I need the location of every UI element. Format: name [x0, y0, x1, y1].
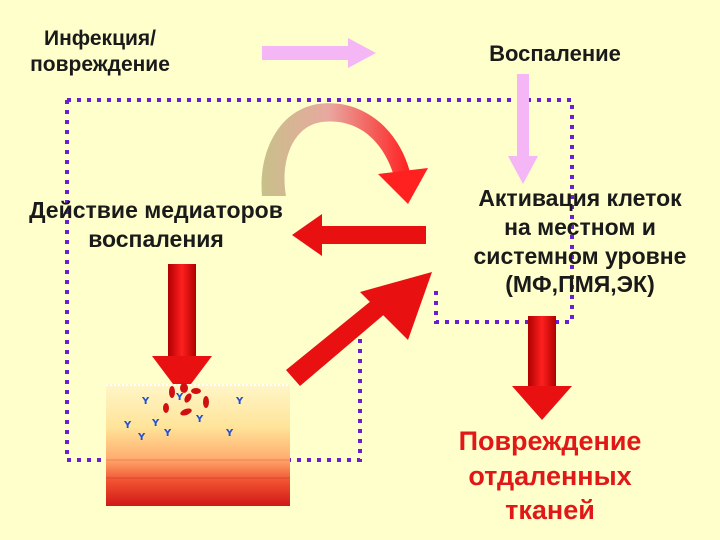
- svg-text:Y: Y: [163, 428, 172, 439]
- node-mediators-line-2: воспаления: [88, 225, 224, 252]
- svg-text:Y: Y: [225, 428, 234, 439]
- red-arrow-left: [292, 214, 426, 256]
- svg-text:Y: Y: [123, 420, 132, 431]
- node-inflammation: Воспаление: [440, 40, 670, 68]
- node-infection-line-1: Инфекция/: [44, 27, 156, 50]
- curved-arrow: [261, 103, 428, 204]
- node-mediators: Действие медиаторов воспаления: [0, 196, 312, 254]
- node-distant-damage: Повреждение отдаленных тканей: [430, 424, 670, 528]
- red-blood-cells: [163, 383, 209, 416]
- red-arrow-diagonal: [286, 272, 432, 386]
- node-activation-line-2: на местном и: [504, 213, 656, 240]
- dotted-loop: [65, 98, 574, 462]
- node-mediators-line-1: Действие медиаторов: [29, 197, 283, 223]
- node-activation-line-1: Активация клеток: [478, 185, 682, 211]
- node-infection-line-2: повреждение: [30, 53, 170, 77]
- node-infection: Инфекция/ повреждение: [0, 26, 200, 79]
- svg-text:Y: Y: [151, 418, 160, 429]
- red-arrow-down-right: [512, 316, 572, 420]
- svg-text:Y: Y: [141, 396, 150, 407]
- svg-text:Y: Y: [195, 414, 204, 425]
- receptor-markers: Y Y Y Y Y Y Y Y Y: [123, 392, 244, 443]
- node-distant-damage-line-2: отдаленных: [468, 460, 632, 491]
- node-activation: Активация клеток на местном и системном …: [440, 184, 720, 299]
- node-activation-line-3: системном уровне: [473, 242, 687, 269]
- red-arrow-down-left: [152, 264, 212, 396]
- node-activation-line-4: (МФ,ПМЯ,ЭК): [505, 271, 655, 298]
- pink-arrow-down: [508, 74, 538, 184]
- node-inflammation-line-1: Воспаление: [489, 41, 621, 66]
- pink-arrow-right: [262, 38, 376, 68]
- svg-text:Y: Y: [175, 392, 184, 403]
- node-distant-damage-line-3: тканей: [505, 495, 595, 526]
- tissue-illustration: Y Y Y Y Y Y Y Y Y: [106, 383, 290, 506]
- node-distant-damage-line-1: Повреждение: [458, 426, 642, 456]
- svg-text:Y: Y: [235, 396, 244, 407]
- svg-text:Y: Y: [137, 432, 146, 443]
